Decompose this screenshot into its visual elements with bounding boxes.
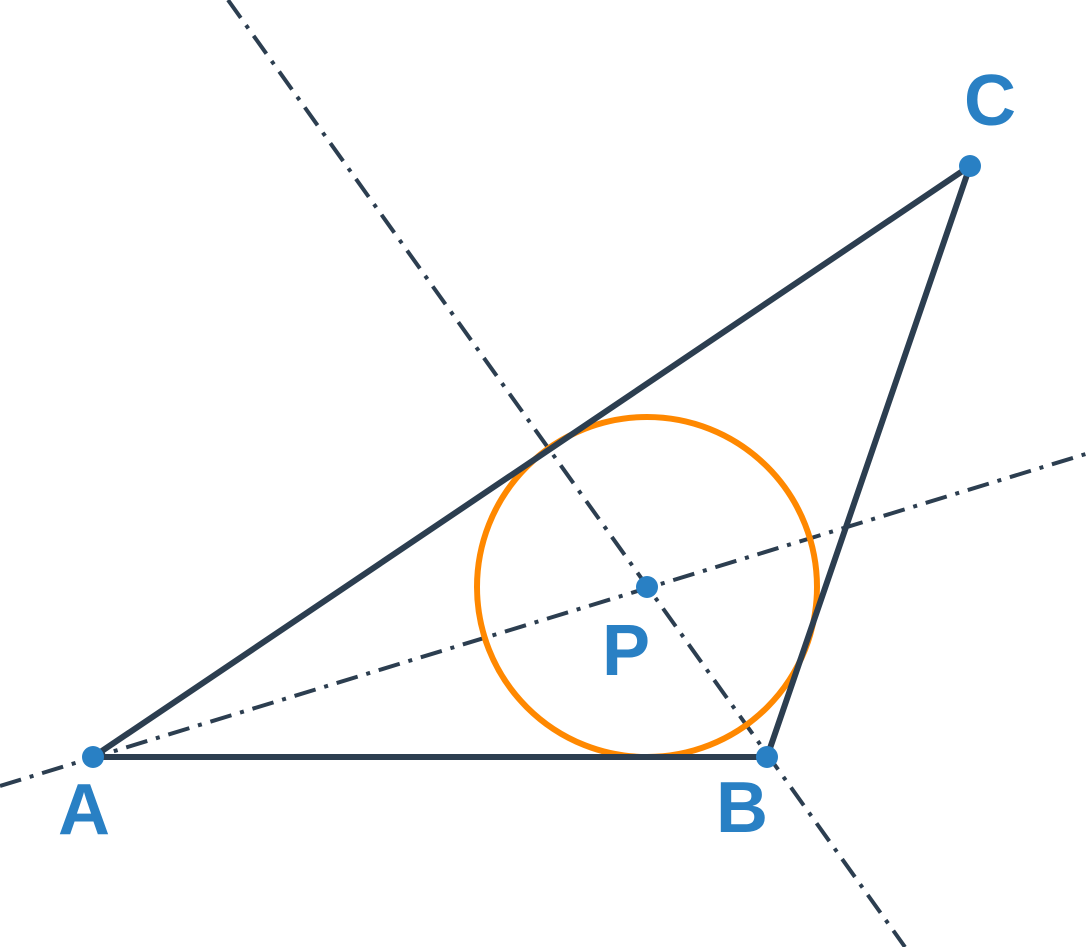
point-a	[82, 746, 104, 768]
label-b: B	[716, 768, 768, 848]
label-p: P	[602, 611, 650, 691]
point-p	[636, 576, 658, 598]
bisector-from-a	[0, 451, 1089, 788]
point-b	[756, 746, 778, 768]
bisector-from-b	[226, 0, 907, 947]
side-bc	[764, 163, 973, 760]
label-c: C	[964, 61, 1016, 141]
label-a: A	[58, 770, 110, 850]
point-c	[959, 155, 981, 177]
side-ca	[90, 163, 973, 760]
